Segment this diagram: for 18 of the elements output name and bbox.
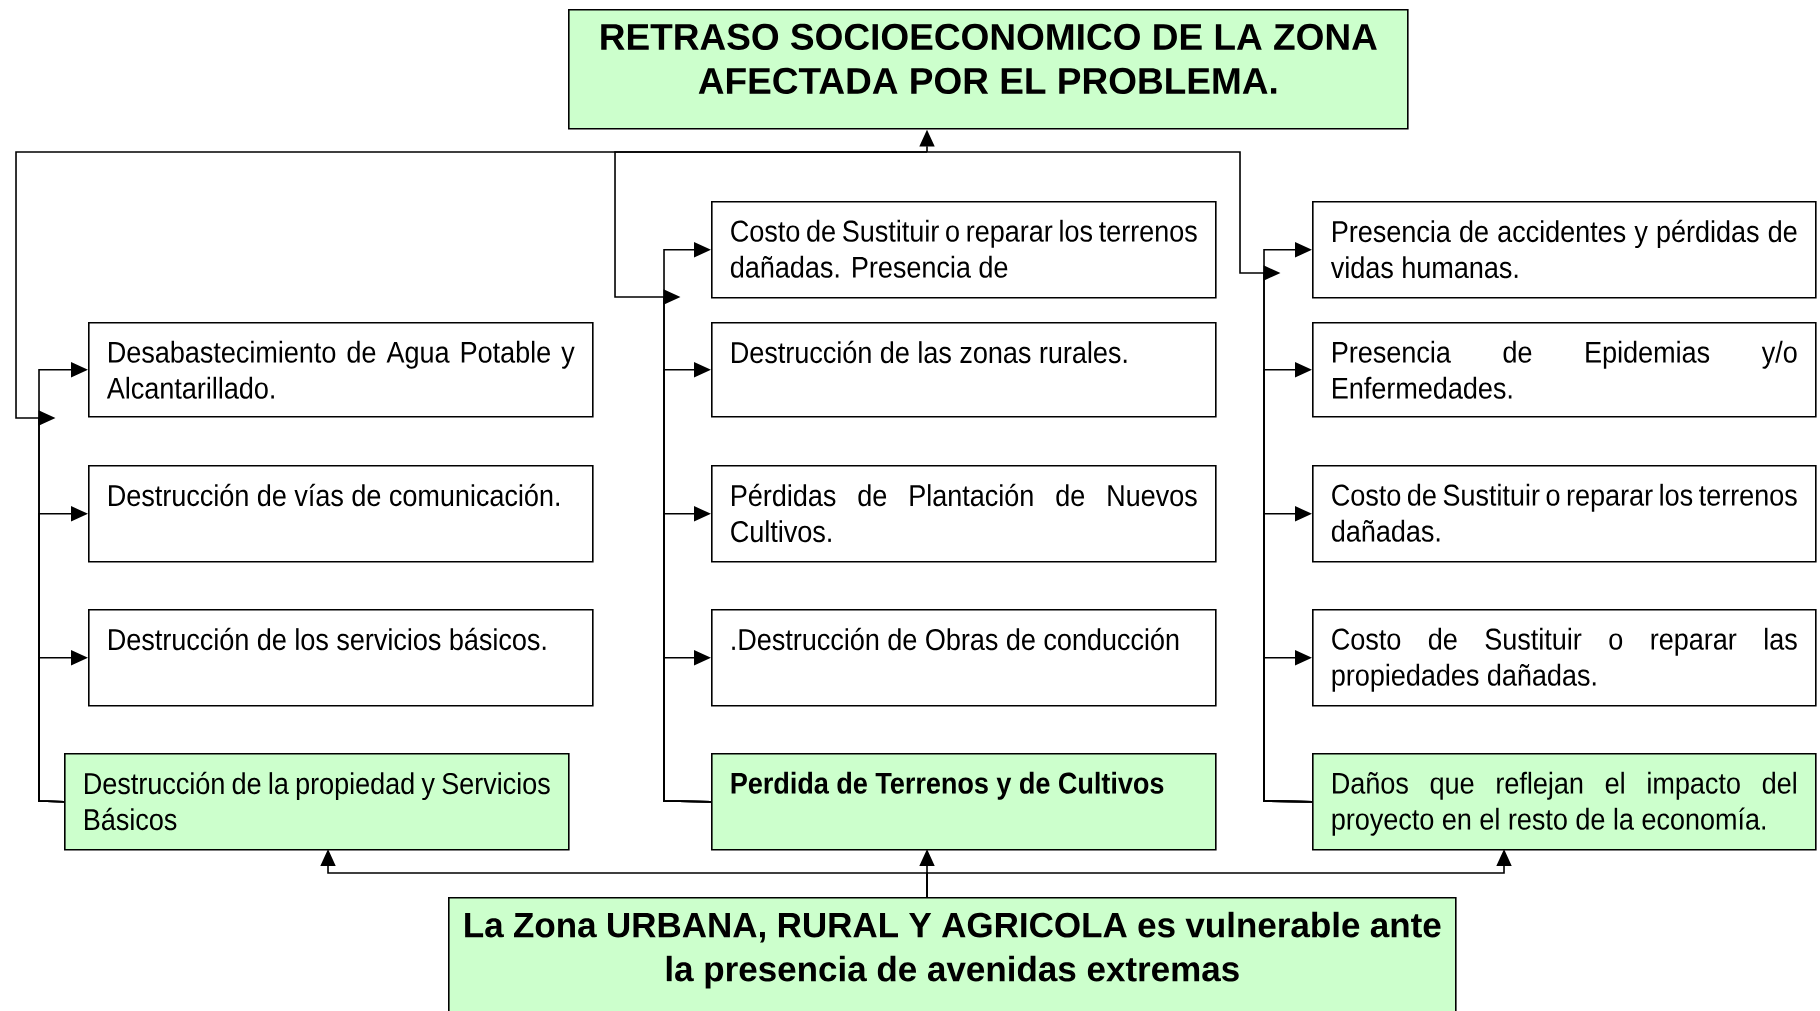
effect-box: Presencia de accidentes y pérdidas de vidas humanas. xyxy=(1312,201,1817,299)
effect-box: Desabastecimiento de Agua Potable y Alcantarillado. xyxy=(88,322,594,418)
effect-box: Costo de Sustituir o reparar las propiedades dañadas. xyxy=(1312,609,1817,707)
effect-box: Costo de Sustituir o reparar los terrenos dañadas. xyxy=(1312,465,1817,563)
effect-box: Destrucción de los servicios básicos. xyxy=(88,609,594,707)
category-box: Destrucción de la propiedad y Servicios Básicos xyxy=(64,753,570,851)
category-box: Daños que reflejan el impacto del proyecto en el resto de la economía. xyxy=(1312,753,1817,851)
effect-box: .Destrucción de Obras de conducción xyxy=(711,609,1217,707)
effect-box: La Zona URBANA, RURAL Y AGRICOLA es vulnerable ante la presencia de avenidas extremas xyxy=(448,897,1457,1011)
effect-box: Destrucción de vías de comunicación. xyxy=(88,465,594,563)
effect-box: Presencia de Epidemias y/o Enfermedades. xyxy=(1312,322,1817,418)
arrow xyxy=(926,151,1313,803)
effect-box: Pérdidas de Plantación de Nuevos Cultivos. xyxy=(711,465,1217,563)
category-box: Perdida de Terrenos y de Cultivos xyxy=(711,753,1217,851)
effect-box: RETRASO SOCIOECONOMICO DE LA ZONA AFECTADA POR EL PROBLEMA. xyxy=(568,9,1409,130)
arrow xyxy=(614,151,928,803)
effect-box: Destrucción de las zonas rurales. xyxy=(711,322,1217,418)
effect-box: Costo de Sustituir o reparar los terrenos dañadas. Presencia de xyxy=(711,201,1217,299)
